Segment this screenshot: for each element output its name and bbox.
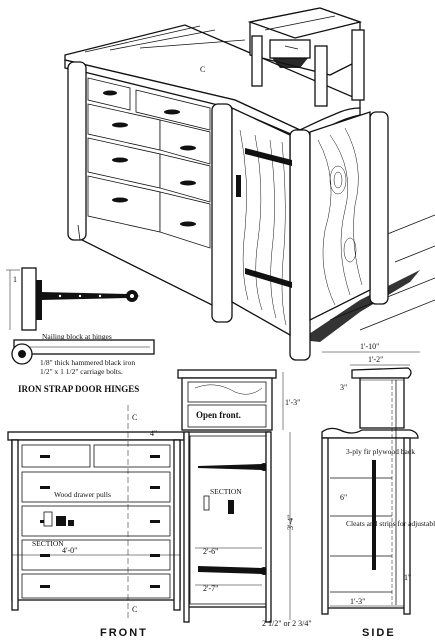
small-dim-d: 1" — [404, 573, 411, 582]
door-dim-2: 2'-7" — [203, 584, 218, 593]
door-dim-1: 2'-6" — [203, 547, 218, 556]
small-dim-b: 3" — [340, 383, 347, 392]
hinge-note-1: Nailing block at hinges — [42, 332, 112, 341]
section-label-door: SECTION — [210, 487, 242, 496]
small-dim-a: 4" — [150, 429, 157, 438]
hinge-dim-label: 1 — [13, 275, 17, 284]
front-caption: FRONT — [100, 627, 148, 639]
open-front-label: Open front. — [196, 410, 241, 420]
plywood-back-note: 3-ply fir plywood back — [346, 447, 415, 456]
centre-mark: C — [132, 413, 137, 422]
front-width-dim: 4'-0" — [62, 546, 77, 555]
hinge-note-2: 1/8" thick hammered black iron — [40, 358, 135, 367]
door-elevation: Open front. SECTION 2'-6" 2'-7" 1'-3" 3'… — [177, 369, 312, 628]
wood-pulls-note: Wood drawer pulls — [54, 490, 111, 499]
hinge-note-3: 1/2" x 1 1/2" carriage bolts. — [40, 367, 123, 376]
side-elevation: 1'-10" 1'-2" 3-ply fir plywood back Clea… — [321, 342, 435, 639]
side-depth-dim: 1'-3" — [350, 597, 365, 606]
front-elevation: C C Wood drawer pulls SECTION 4'-0" 4" F… — [7, 405, 185, 639]
svg-text:C: C — [200, 65, 205, 74]
shelves-note: Cleats and strips for adjustable shelves — [346, 519, 435, 528]
hinge-detail: 1 Nailing block at hinges 1/8" thick ham… — [6, 267, 155, 394]
small-dim-c: 6" — [340, 493, 347, 502]
upper-depth-dim: 1'-2" — [368, 355, 383, 364]
top-depth-dim: 1'-10" — [360, 342, 379, 351]
side-caption: SIDE — [362, 627, 396, 639]
perspective-view: C — [64, 7, 435, 361]
section-label-left: SECTION — [32, 539, 64, 548]
centre-mark-bottom: C — [132, 605, 137, 614]
upper-height-dim: 1'-3" — [285, 398, 300, 407]
side-height-dim: 3'-4" — [286, 515, 295, 530]
leg-dim: 2 1/2" or 2 3/4" — [262, 619, 312, 628]
hinge-title: IRON STRAP DOOR HINGES — [18, 384, 139, 394]
